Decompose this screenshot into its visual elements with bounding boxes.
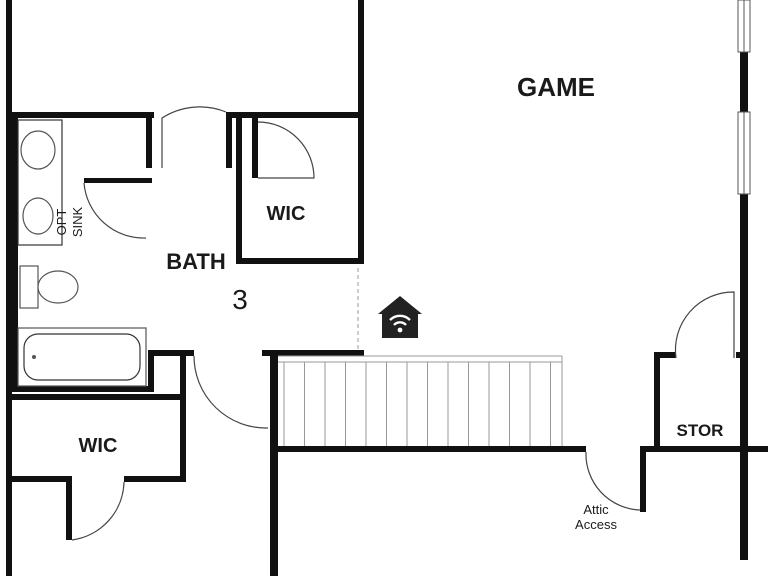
label-opt-sink-line2: SINK [70,207,85,238]
room-label-game: GAME [517,72,595,102]
sink-basin [20,130,56,170]
room-label-wic-upper: WIC [267,203,306,225]
room-labels: GAME BATH 3 WIC WIC STOR OPT SINK Attic … [54,72,723,532]
walls [6,0,768,576]
opt-sink-basin [22,197,54,235]
room-label-bath-number: 3 [232,284,248,315]
door-swings [71,106,735,541]
room-label-wic-lower: WIC [79,435,118,457]
label-attic-line1: Attic [583,502,609,517]
windows [737,0,751,195]
bathtub [17,327,147,387]
room-label-stor: STOR [677,421,724,440]
bath-fixtures [17,119,147,387]
room-label-bath: BATH [166,249,225,274]
smart-home-wifi-icon [378,296,422,338]
toilet-tank [19,265,39,309]
staircase [278,355,563,446]
label-opt-sink-line1: OPT [54,209,69,236]
toilet-bowl [37,270,79,304]
label-attic-line2: Access [575,517,617,532]
